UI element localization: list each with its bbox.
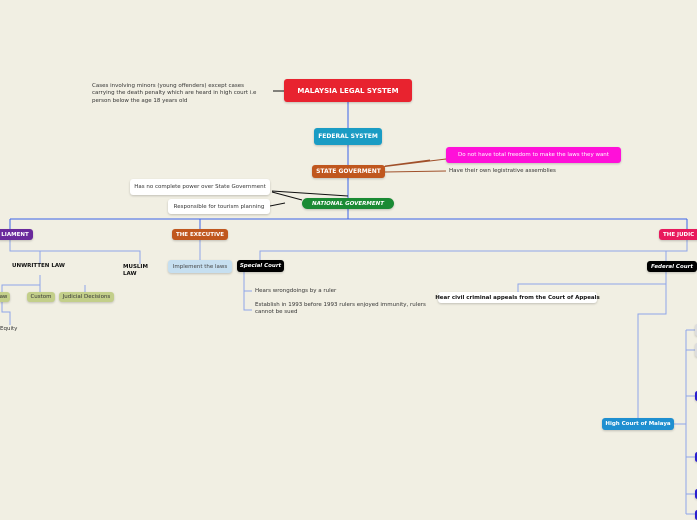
implement-laws-node[interactable]: Implement the laws (168, 260, 232, 273)
state-note-assemblies: Have their own legistrative assemblies (449, 168, 556, 174)
high-court-node[interactable]: High Court of Malaya (602, 418, 674, 430)
child-node[interactable] (695, 489, 697, 499)
muslim-law[interactable]: MUSLIM LAW (123, 264, 148, 278)
federal-court-note[interactable]: Hear civil criminal appeals from the Cou… (435, 292, 600, 303)
special-note-establish: Establish in 1993 before 1993 rulers enj… (255, 302, 426, 316)
law-item[interactable]: aw (0, 292, 10, 302)
judicial-decisions-node[interactable]: Judicial Decisions (59, 292, 114, 302)
state-note-freedom[interactable]: Do not have total freedom to make the la… (446, 147, 621, 163)
child-node[interactable] (695, 452, 697, 462)
child-node[interactable] (695, 324, 697, 336)
parliament-node[interactable]: LIAMENT (0, 229, 33, 240)
equity-text: Equity (0, 326, 18, 332)
national-government-node[interactable]: NATIONAL GOVERMENT (302, 198, 394, 209)
special-note-wrongdoings: Hears wrongdoings by a ruler (255, 288, 337, 294)
child-node[interactable] (695, 391, 697, 401)
unwritten-law[interactable]: UNWRITTEN LAW (12, 263, 65, 269)
executive-node[interactable]: THE EXECUTIVE (172, 229, 228, 240)
custom-node[interactable]: Custom (27, 292, 55, 302)
national-note-power[interactable]: Has no complete power over State Governm… (130, 179, 270, 195)
national-note-tourism[interactable]: Responsible for tourism planning (168, 199, 270, 214)
root-node[interactable]: MALAYSIA LEGAL SYSTEM (284, 79, 412, 102)
child-node[interactable] (695, 510, 697, 520)
root-note: Cases involving minors (young offenders)… (92, 83, 257, 104)
state-government-node[interactable]: STATE GOVERMENT (312, 165, 385, 178)
child-node[interactable] (695, 343, 697, 357)
federal-system-node[interactable]: FEDERAL SYSTEM (314, 128, 382, 145)
federal-court-node[interactable]: Federal Court (647, 261, 697, 272)
judiciary-node[interactable]: THE JUDIC (659, 229, 697, 240)
special-court-node[interactable]: Special Court (237, 260, 284, 272)
